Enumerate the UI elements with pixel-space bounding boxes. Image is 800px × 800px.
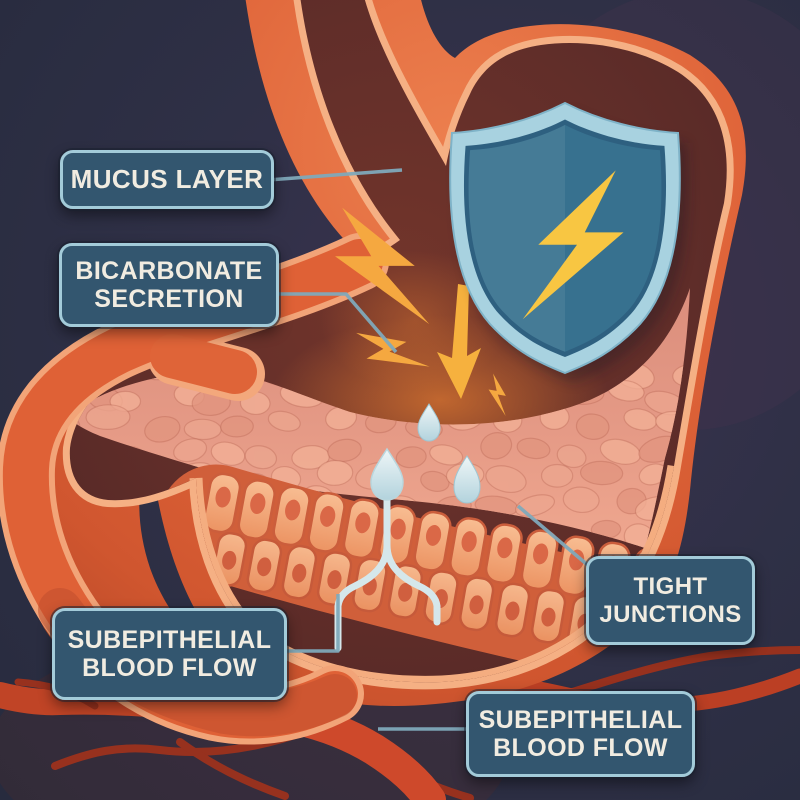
leader-line-bicarbonate — [272, 292, 398, 354]
label-tight-junctions: TIGHT JUNCTIONS — [586, 556, 755, 645]
label-mucus-layer: MUCUS LAYER — [60, 150, 274, 209]
lightning-bolt-icon — [522, 170, 624, 320]
label-mucus-layer-text: MUCUS LAYER — [70, 163, 264, 194]
label-subep-left-line1: SUBEPITHELIAL — [67, 625, 272, 654]
label-subep-right-line1: SUBEPITHELIAL — [478, 705, 683, 734]
label-bicarbonate-line2: SECRETION — [94, 285, 244, 313]
label-subep-right-line2: BLOOD FLOW — [493, 734, 668, 762]
leader-line-tight-junctions — [516, 504, 592, 569]
label-bicarbonate-line1: BICARBONATE — [75, 256, 263, 285]
droplet-icon — [417, 403, 441, 442]
mucosa-layer — [69, 288, 690, 548]
label-tight-line2: JUNCTIONS — [599, 600, 742, 628]
acid-penetration-arrow-icon — [437, 284, 481, 399]
leader-line-subepithelial-left — [284, 594, 340, 653]
secretion-droplets — [417, 403, 481, 504]
label-subepithelial-blood-flow-right: SUBEPITHELIAL BLOOD FLOW — [466, 691, 695, 777]
epithelial-cells — [202, 472, 667, 656]
acid-lightning-icon — [488, 373, 506, 416]
leader-line-mucus — [267, 168, 403, 182]
leader-lines — [267, 168, 592, 731]
protection-shield-icon — [449, 101, 688, 383]
label-tight-line1: TIGHT — [633, 573, 708, 601]
label-bicarbonate-secretion: BICARBONATE SECRETION — [59, 243, 279, 327]
label-subep-left-line2: BLOOD FLOW — [82, 654, 257, 682]
acid-lightning-icon — [335, 207, 430, 325]
droplet-icon — [453, 455, 481, 504]
label-subepithelial-blood-flow-left: SUBEPITHELIAL BLOOD FLOW — [52, 608, 287, 700]
